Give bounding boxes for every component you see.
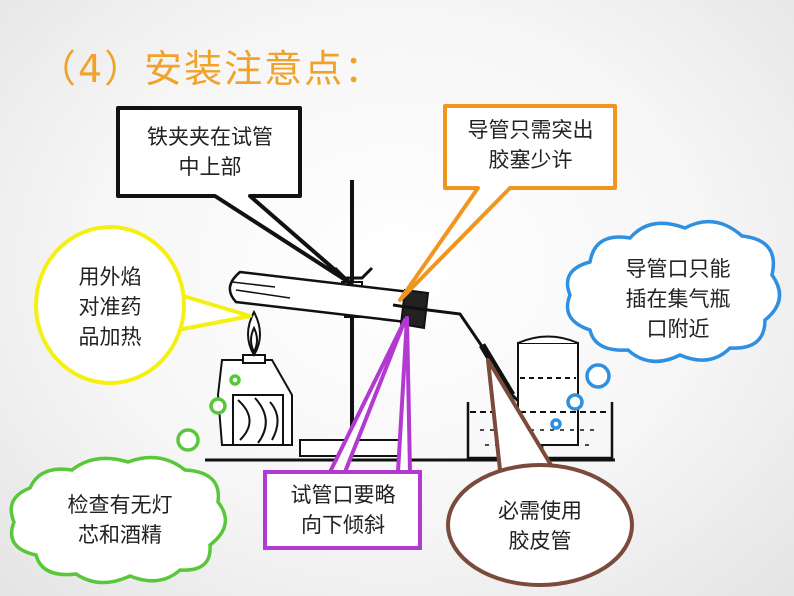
callout-iron-clamp-line1: 铁夹夹在试管 xyxy=(147,125,273,149)
callout-rubber-tube-line2: 胶皮管 xyxy=(508,529,572,553)
callout-bottle-mouth-shape xyxy=(550,219,782,430)
lab-apparatus xyxy=(205,180,615,471)
slide-title: （4）安装注意点： xyxy=(38,47,385,91)
callout-outer-flame-shape xyxy=(34,225,252,385)
callout-tube-slant: 试管口要略 向下倾斜 xyxy=(268,480,418,540)
callout-outer-flame-line2: 对准药 xyxy=(78,295,142,319)
callout-tube-slant-line2: 向下倾斜 xyxy=(301,513,385,537)
callout-bottle-mouth-line3: 口附近 xyxy=(646,317,710,341)
callout-conduit-shape xyxy=(398,104,617,302)
callout-rubber-tube: 必需使用 胶皮管 xyxy=(470,496,610,556)
callout-rubber-tube-shape xyxy=(446,358,634,587)
rubber-hose xyxy=(478,343,516,397)
callout-iron-clamp-line2: 中上部 xyxy=(178,155,242,179)
callout-conduit-tip: 导管只需突出 胶塞少许 xyxy=(448,115,613,175)
callout-lamp-check-line2: 芯和酒精 xyxy=(78,523,162,547)
callout-tube-slant-line1: 试管口要略 xyxy=(290,483,396,507)
callout-conduit-tip-line2: 胶塞少许 xyxy=(488,148,573,172)
callout-outer-flame: 用外焰 对准药 品加热 xyxy=(50,262,170,352)
callout-outer-flame-line3: 品加热 xyxy=(78,325,142,349)
test-tube xyxy=(228,270,412,324)
callout-tube-slant-shape xyxy=(263,316,422,550)
callout-bottle-mouth-line2: 插在集气瓶 xyxy=(625,287,731,311)
callout-lamp-check: 检查有无灯 芯和酒精 xyxy=(30,490,210,550)
callout-conduit-tip-line1: 导管只需突出 xyxy=(467,118,594,142)
callout-bottle-mouth-line1: 导管口只能 xyxy=(625,257,731,281)
callout-rubber-tube-line1: 必需使用 xyxy=(498,499,582,523)
callout-outer-flame-line1: 用外焰 xyxy=(78,265,142,289)
callout-bottle-mouth: 导管口只能 插在集气瓶 口附近 xyxy=(598,254,758,344)
callout-lamp-check-shape xyxy=(9,374,241,585)
callout-iron-clamp-shape xyxy=(116,106,352,285)
callout-iron-clamp: 铁夹夹在试管 中上部 xyxy=(122,122,298,182)
callout-lamp-check-line1: 检查有无灯 xyxy=(67,493,173,517)
